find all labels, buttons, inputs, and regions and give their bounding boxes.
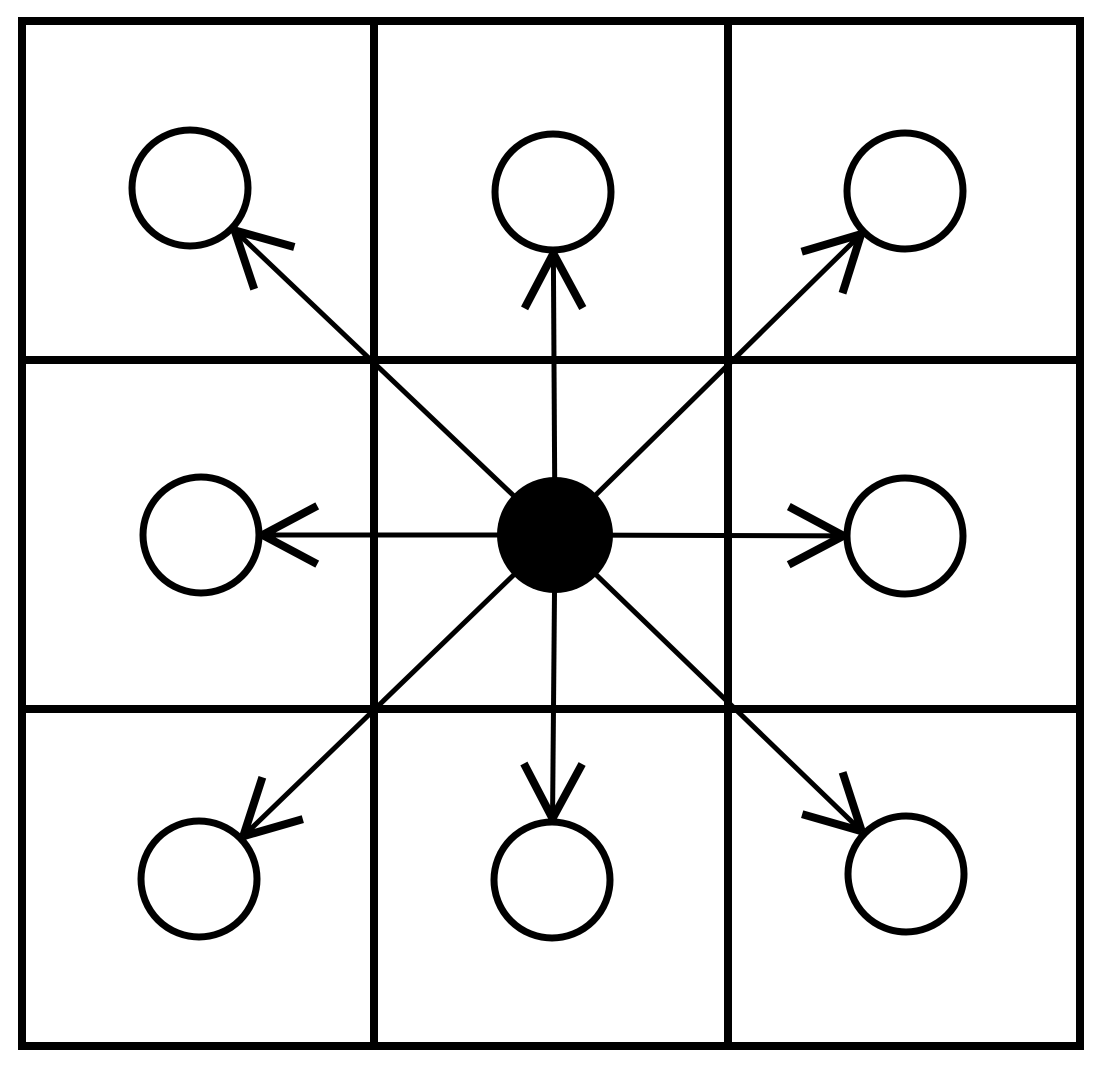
arrow-shaft-top-left (232, 228, 557, 537)
arrow-shaft-bottom-left (241, 533, 557, 839)
neighbor-node-top-left (128, 126, 252, 250)
arrow-barb-top-left-1 (230, 229, 258, 291)
arrow-shaft-bottom-right (553, 533, 864, 834)
neighbor-node-bottom-left (137, 817, 261, 941)
arrow-barb-middle-left-1 (260, 531, 320, 568)
arrow-shaft-top-right (553, 232, 863, 537)
arrow-barb-top-right-1 (800, 230, 863, 256)
arrow-barb-top-right-2 (838, 232, 865, 295)
neighbor-node-bottom-center (490, 818, 614, 942)
arrow-barb-middle-left-2 (260, 502, 320, 539)
arrow-barb-top-left-2 (233, 226, 296, 251)
arrow-barb-bottom-center-2 (520, 761, 557, 821)
arrow-barb-bottom-left-1 (242, 815, 304, 841)
arrow-barb-bottom-right-2 (801, 810, 863, 836)
arrow-barb-bottom-center-1 (549, 762, 586, 821)
neighbor-node-bottom-right (844, 812, 968, 936)
arrow-barb-middle-right-1 (786, 503, 846, 540)
center-node (497, 477, 613, 593)
neighbor-node-top-right (843, 129, 967, 253)
neighbor-node-middle-left (139, 473, 263, 597)
arrow-barb-top-center-1 (521, 251, 557, 311)
arrow-barb-bottom-right-1 (838, 771, 866, 833)
neighbor-node-top-center (491, 130, 615, 254)
arrow-barb-middle-right-2 (786, 532, 846, 569)
neighbor-node-middle-right (843, 474, 967, 598)
arrow-barb-bottom-left-2 (239, 776, 267, 838)
arrow-barb-top-center-2 (549, 251, 587, 310)
